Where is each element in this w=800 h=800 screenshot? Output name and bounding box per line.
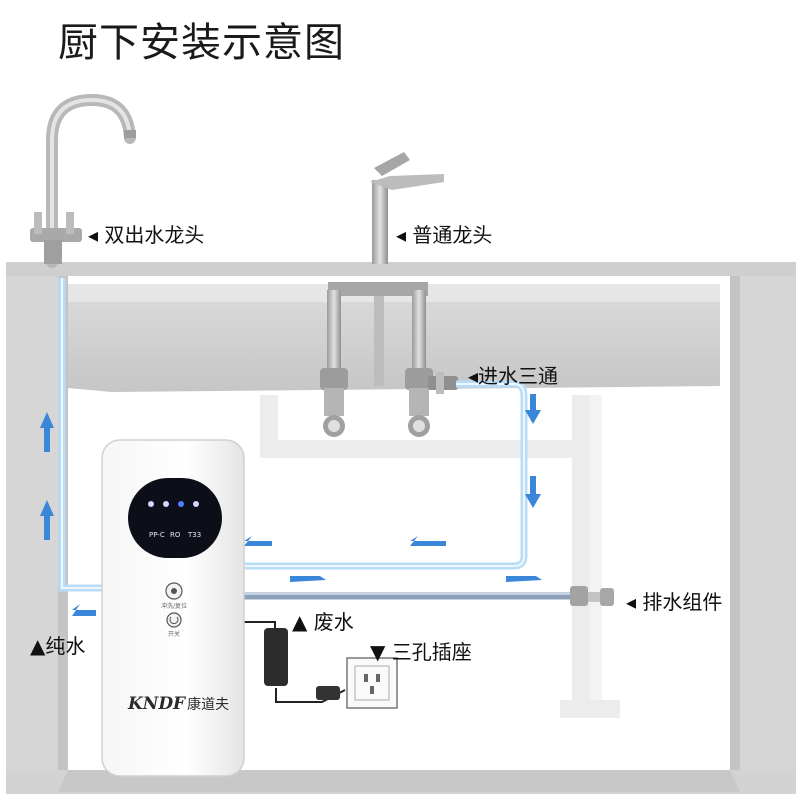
three-pin-socket bbox=[346, 657, 398, 709]
wrench-icon bbox=[148, 501, 154, 507]
pure-water-left-arrow bbox=[72, 604, 96, 616]
inlet-left-arrow bbox=[410, 536, 446, 546]
drop-icon bbox=[163, 501, 169, 507]
inlet-water-pipe bbox=[240, 380, 528, 570]
adapter-brick bbox=[264, 628, 288, 686]
hot-angle-valve bbox=[324, 388, 344, 416]
power-adapter bbox=[240, 621, 346, 703]
label-drain-kit: ◂ 排水组件 bbox=[626, 590, 723, 614]
label-waste-water: ▲ 废水 bbox=[292, 610, 354, 634]
normal-faucet-handle bbox=[374, 152, 410, 176]
flush-label: 冲洗/复位 bbox=[161, 603, 188, 610]
pure-water-up-arrow bbox=[40, 412, 54, 452]
panel-button-ro: RO bbox=[170, 531, 181, 539]
inlet-tube bbox=[240, 380, 528, 570]
waste-right-arrow bbox=[290, 576, 326, 582]
cabinet-right-inner bbox=[730, 276, 740, 792]
sink-basin bbox=[68, 284, 720, 392]
diagram-title: 厨下安装示意图 bbox=[58, 20, 345, 66]
panel-button-ppc: PP-C bbox=[149, 531, 165, 539]
brand-name: 康道夫 bbox=[187, 697, 230, 713]
status-icon bbox=[178, 501, 184, 507]
purifier-display bbox=[128, 478, 222, 558]
inlet-down-arrow bbox=[525, 394, 541, 424]
pure-water-up-arrow bbox=[40, 500, 54, 540]
background-drain-pipes bbox=[260, 395, 620, 718]
inlet-down-arrow bbox=[525, 476, 541, 508]
cabinet-left-wall bbox=[6, 276, 58, 792]
brand-mark: KNDF bbox=[128, 694, 186, 714]
normal-faucet-spout bbox=[370, 174, 444, 190]
inlet-left-arrow bbox=[244, 536, 272, 546]
drain-pipe-segment bbox=[572, 395, 590, 705]
inlet-tee-knob bbox=[436, 372, 444, 394]
label-inlet-tee: ◂进水三通 bbox=[468, 364, 559, 388]
faucet-connectors bbox=[320, 282, 458, 437]
drain-clamp bbox=[570, 586, 588, 606]
waste-water-pipe bbox=[240, 592, 578, 600]
dual-faucet-base bbox=[44, 240, 62, 264]
label-normal-faucet: ◂ 普通龙头 bbox=[396, 223, 493, 247]
drain-pipe-segment bbox=[590, 395, 602, 705]
pure-water-pipe bbox=[58, 278, 108, 592]
drain-pipe-segment bbox=[560, 700, 620, 718]
drain-pipe-segment bbox=[260, 440, 590, 458]
faucet-base-plate bbox=[328, 282, 428, 296]
normal-faucet bbox=[370, 152, 444, 264]
dual-outlet-faucet bbox=[30, 93, 136, 268]
label-dual-faucet: ◂ 双出水龙头 bbox=[88, 223, 205, 247]
cold-supply-hose bbox=[412, 290, 426, 375]
power-button bbox=[166, 612, 182, 628]
cabinet-right-wall bbox=[740, 276, 796, 792]
power-cable bbox=[240, 621, 276, 628]
drain-clamp-nut bbox=[600, 588, 614, 606]
cold-valve-nut bbox=[405, 368, 433, 390]
flow-arrows bbox=[40, 394, 542, 616]
panel-button-t33: T33 bbox=[188, 531, 202, 539]
countertop bbox=[6, 262, 796, 276]
sink-body bbox=[68, 284, 720, 392]
label-socket: ▼ 三孔插座 bbox=[370, 640, 472, 664]
hot-valve-nut bbox=[320, 368, 348, 390]
waste-right-arrow bbox=[506, 576, 542, 582]
label-pure-water: ▲纯水 bbox=[30, 634, 86, 658]
normal-faucet-body bbox=[372, 180, 388, 264]
sink-divider bbox=[374, 296, 384, 386]
tank-icon bbox=[193, 501, 199, 507]
power-plug bbox=[316, 686, 340, 700]
hot-supply-hose bbox=[327, 290, 341, 375]
drain-kit bbox=[570, 586, 614, 606]
cold-angle-valve bbox=[409, 388, 429, 416]
power-label: 开关 bbox=[168, 631, 181, 638]
water-purifier bbox=[101, 439, 245, 777]
